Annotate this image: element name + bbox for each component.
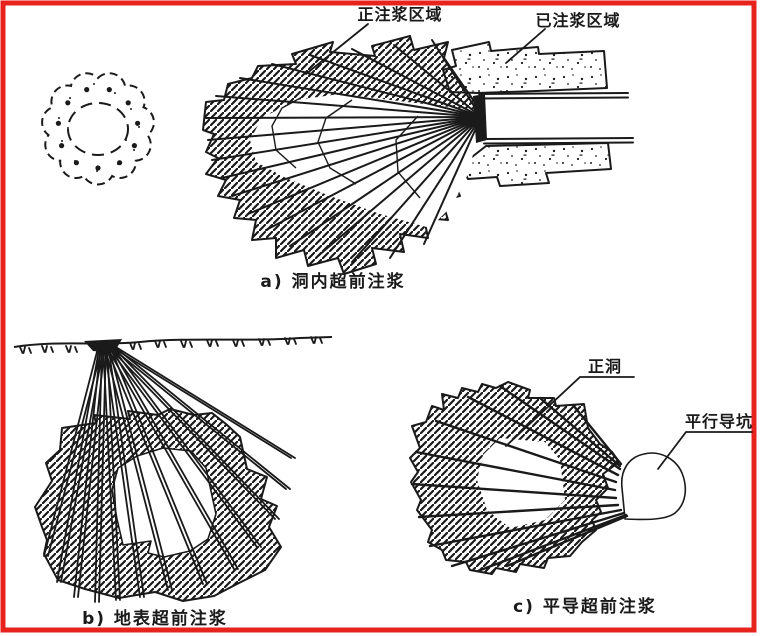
grass-tufts bbox=[19, 336, 323, 354]
grouted-zone-lower bbox=[458, 142, 612, 187]
surface-collar-blob bbox=[84, 339, 122, 353]
leader-active-zone bbox=[305, 23, 369, 75]
grouted-zone-upper bbox=[442, 41, 608, 94]
borehole-lines-b bbox=[43, 343, 296, 603]
label-active-grouting-zone: 正注浆区域 bbox=[357, 5, 442, 24]
caption-panel-b: b) 地表超前注浆 bbox=[82, 608, 228, 629]
borehole-lines-c bbox=[410, 384, 629, 573]
caption-panel-a: a) 洞内超前注浆 bbox=[260, 271, 405, 292]
parallel-heading-tunnel bbox=[620, 452, 687, 521]
ring-speckles bbox=[58, 83, 140, 172]
main-tunnel-clear-band bbox=[477, 438, 565, 528]
grout-ring-scalloped-outline bbox=[41, 72, 155, 186]
label-main-tunnel: 正洞 bbox=[588, 357, 622, 376]
leader-parallel-heading bbox=[657, 431, 753, 470]
tunnel-face-blob bbox=[473, 94, 487, 143]
label-parallel-heading: 平行导坑 bbox=[685, 412, 753, 431]
panel-a-drawing: 正注浆区域 已注浆区域 a) 洞内超前注浆 bbox=[202, 5, 634, 292]
tunnel-opening-dashed-outline bbox=[67, 102, 129, 156]
panel-b-drawing: b) 地表超前注浆 bbox=[13, 336, 333, 629]
label-already-grouted-zone: 已注浆区域 bbox=[535, 11, 620, 30]
grout-hole-dots bbox=[55, 87, 141, 171]
caption-panel-c: c) 平导超前注浆 bbox=[513, 596, 657, 617]
leader-main-tunnel bbox=[505, 376, 635, 447]
cross-section-diagram bbox=[41, 72, 155, 186]
tunnel-walls bbox=[478, 92, 634, 145]
borehole-lines-a bbox=[205, 39, 482, 263]
panel-c-drawing: 正洞 平行导坑 c) 平导超前注浆 bbox=[409, 357, 753, 617]
leader-grouted-zone bbox=[505, 28, 546, 64]
